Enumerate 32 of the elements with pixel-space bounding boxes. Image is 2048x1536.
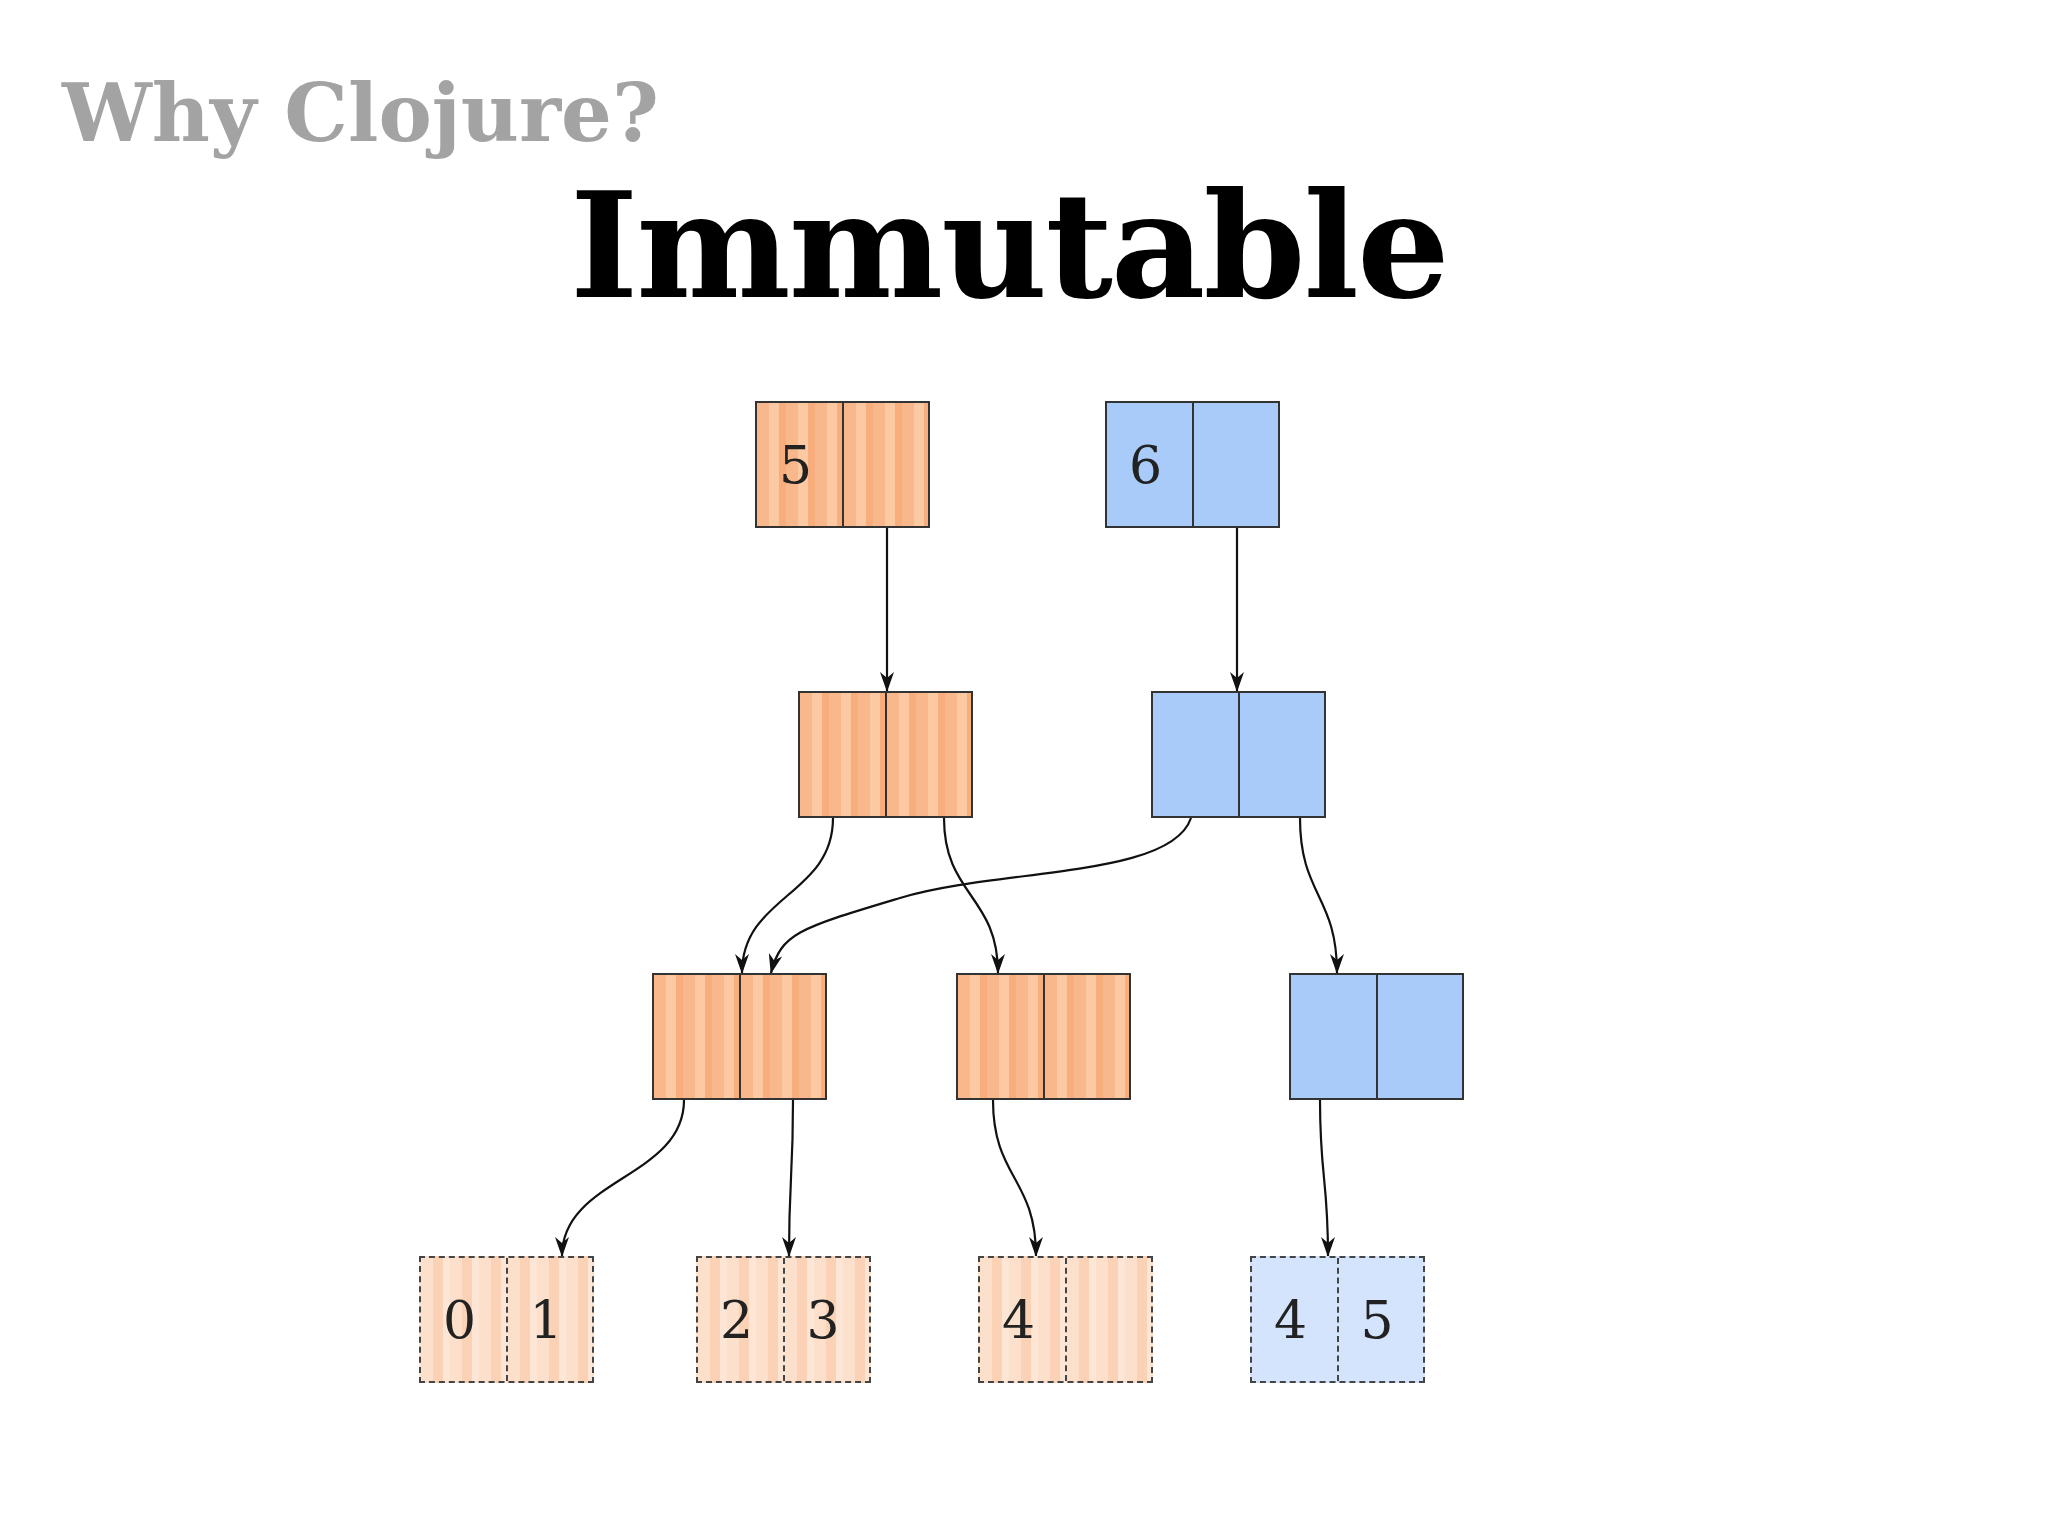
arrow (991, 1099, 1043, 1257)
arrow (782, 1100, 797, 1257)
node-box (956, 973, 1131, 1100)
node-box (1151, 691, 1326, 818)
arrow (1318, 1100, 1335, 1257)
cell-value: 1 (529, 1289, 563, 1350)
arrow (736, 817, 835, 974)
arrow (557, 1099, 686, 1257)
cell-value: 5 (779, 434, 813, 495)
node-box (652, 973, 827, 1100)
node-box (1289, 973, 1464, 1100)
arrow (769, 817, 1192, 974)
node-box (696, 1256, 871, 1383)
cell-value: 2 (720, 1289, 754, 1350)
arrow (1230, 528, 1244, 692)
arrow (942, 817, 1004, 974)
node-box (798, 691, 973, 818)
cell-value: 0 (443, 1289, 477, 1350)
section-heading: Why Clojure? (62, 66, 659, 160)
node-box (1105, 401, 1280, 528)
cell-value: 3 (806, 1289, 840, 1350)
node-box (978, 1256, 1153, 1383)
arrow (880, 528, 894, 692)
cell-value: 4 (1274, 1289, 1308, 1350)
cell-value: 6 (1129, 434, 1163, 495)
node-box (755, 401, 930, 528)
arrow (1298, 817, 1344, 974)
node-box (1250, 1256, 1425, 1383)
cell-value: 5 (1360, 1289, 1394, 1350)
node-box (419, 1256, 594, 1383)
slide-title: Immutable (570, 160, 1448, 331)
cell-value: 4 (1002, 1289, 1036, 1350)
